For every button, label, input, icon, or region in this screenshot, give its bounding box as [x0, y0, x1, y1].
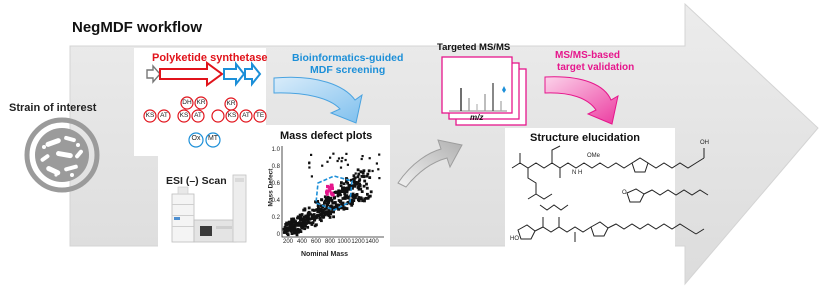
- domain-ks-2: KS: [179, 112, 189, 119]
- lc-ms-instrument-icon: [171, 174, 247, 243]
- atom-label: OMe: [587, 153, 601, 159]
- domain-te: TE: [255, 112, 265, 119]
- msms-axis-label: m/z: [470, 113, 484, 122]
- esi-label: ESI (–) Scan: [166, 175, 227, 187]
- atom-label: O: [622, 190, 627, 196]
- x-tick-label: 200: [282, 239, 293, 245]
- x-tick-label: 800: [324, 239, 335, 245]
- structure-title: Structure elucidation: [530, 132, 641, 144]
- bioinfo-label-line1: Bioinformatics-guided: [292, 52, 404, 64]
- domain-kr-2: KR: [226, 100, 236, 107]
- msms-cards: [441, 56, 527, 126]
- x-tick-label: 1200: [351, 239, 365, 245]
- domain-at-3: AT: [242, 112, 250, 119]
- mdplot-xlabel: Nominal Mass: [301, 251, 349, 258]
- progression-arrow: [397, 139, 463, 188]
- domain-dh: DH: [182, 99, 192, 106]
- msms-spectrum: [449, 83, 507, 112]
- domain-at-1: AT: [160, 112, 168, 119]
- pks-domain-chain: [143, 96, 267, 123]
- y-tick-label: 0.2: [271, 215, 280, 221]
- tailoring-mt: MT: [207, 135, 219, 142]
- pks-title: Polyketide synthetase: [152, 52, 268, 64]
- validation-arrow: [544, 76, 619, 125]
- diagram-title: NegMDF workflow: [72, 19, 202, 36]
- y-tick-label: 1.0: [271, 147, 280, 153]
- tailoring-ox: Ox: [191, 135, 201, 142]
- bioinfo-label-line2: MDF screening: [310, 64, 386, 76]
- domain-ks-3: KS: [227, 112, 237, 119]
- atom-label: N: [572, 170, 577, 176]
- validation-label-line2: target validation: [557, 62, 635, 73]
- gene-cluster-arrows: [146, 61, 262, 87]
- x-tick-label: 1400: [365, 239, 379, 245]
- atom-label: HO: [510, 236, 519, 242]
- msms-title: Targeted MS/MS: [437, 42, 511, 53]
- domain-kr-1: KR: [196, 99, 206, 106]
- atom-label: OH: [700, 140, 709, 146]
- y-tick-label: 0.4: [271, 198, 280, 204]
- x-tick-label: 400: [296, 239, 307, 245]
- atom-label: H: [578, 170, 583, 176]
- structure-drawings: [511, 145, 709, 242]
- petri-dish-icon: [24, 117, 100, 193]
- x-tick-label: 600: [310, 239, 321, 245]
- y-tick-label: 0.6: [271, 181, 280, 187]
- tailoring-enzymes: [188, 132, 221, 148]
- bioinfo-arrow: [273, 76, 363, 124]
- y-tick-label: 0: [276, 232, 280, 238]
- strain-label: Strain of interest: [9, 102, 97, 114]
- domain-ks-1: KS: [145, 112, 155, 119]
- x-tick-label: 1000: [337, 239, 351, 245]
- y-tick-label: 0.8: [271, 164, 280, 170]
- domain-at-2: AT: [194, 112, 202, 119]
- mdplot-title: Mass defect plots: [280, 130, 373, 142]
- validation-label-line1: MS/MS-based: [555, 50, 621, 61]
